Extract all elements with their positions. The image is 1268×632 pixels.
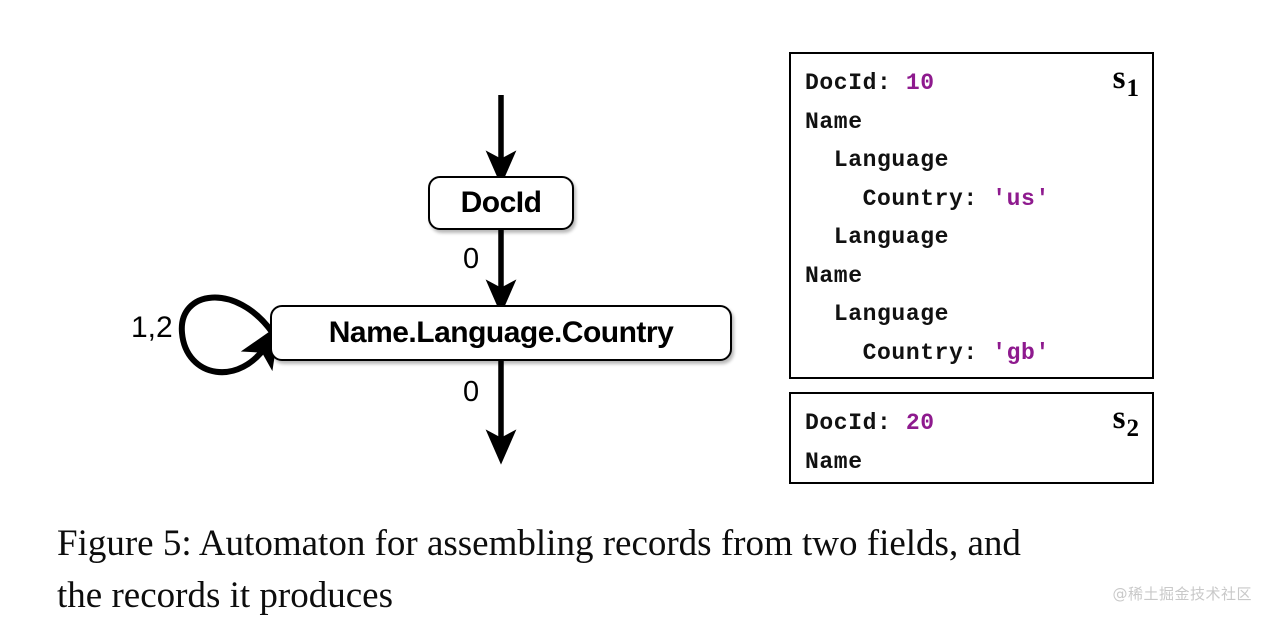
record-line-indent — [805, 301, 834, 327]
record-line-indent — [805, 186, 863, 212]
edge-label-docid-to-nlc: 0 — [463, 243, 480, 275]
record-line-key: Language — [833, 301, 950, 327]
record-line-key: Name — [805, 448, 863, 475]
edge-self-loop — [178, 294, 280, 376]
record-line-indent — [805, 147, 834, 173]
record-tag-s1: s1 — [1112, 60, 1139, 102]
state-node-name-language-country[interactable]: Name.Language.Country — [270, 305, 732, 361]
record-line-value: 'gb' — [992, 339, 1050, 366]
record-line: DocId: 20 — [805, 404, 1138, 443]
record-line: Name — [805, 443, 1138, 482]
record-line-indent — [805, 340, 863, 366]
record-line-indent — [805, 224, 834, 250]
record-line: Country: 'gb' — [805, 334, 1138, 373]
record-line-value: 20 — [905, 410, 935, 436]
record-line-value: 10 — [905, 70, 935, 96]
record-line: Name — [805, 257, 1138, 296]
watermark-text: @稀土掘金技术社区 — [1112, 585, 1252, 603]
record-line-key: Name — [805, 262, 863, 289]
record-line-value: 'us' — [992, 185, 1050, 212]
record-tag-s2-subscript: 2 — [1126, 415, 1140, 442]
record-tag-s2: s2 — [1112, 400, 1139, 442]
record-box-s2: s2 DocId: 20 Name — [789, 392, 1154, 484]
figure-caption-line-2: the records it produces — [57, 575, 393, 616]
automaton-edges-svg — [178, 95, 517, 465]
record-box-s1: s1 DocId: 10 Name Language Country: 'us'… — [789, 52, 1154, 379]
figure-caption: Figure 5: Automaton for assembling recor… — [57, 518, 1257, 622]
edge-label-nlc-to-end: 0 — [463, 376, 480, 408]
record-line-key: Country: — [862, 185, 993, 212]
record-line-key: Language — [833, 224, 950, 250]
record-line-key: Name — [805, 108, 863, 135]
record-line-key: Country: — [862, 339, 993, 366]
state-node-docid-label: DocId — [460, 186, 542, 219]
record-line: Language — [805, 218, 1138, 257]
record-tag-s1-letter: s — [1112, 60, 1126, 96]
record-line: Name — [805, 103, 1138, 142]
figure-caption-line-1: Figure 5: Automaton for assembling recor… — [57, 523, 1021, 564]
record-tag-s1-subscript: 1 — [1126, 75, 1140, 102]
record-line-key: DocId: — [805, 70, 906, 96]
record-line: Country: 'us' — [805, 180, 1138, 219]
record-line: Language — [805, 295, 1138, 334]
record-line-key: DocId: — [805, 410, 906, 436]
record-line-key: Language — [833, 147, 950, 173]
edge-label-self-loop: 1,2 — [131, 311, 173, 344]
automaton-diagram: DocId Name.Language.Country 0 0 1,2 — [0, 0, 770, 500]
state-node-docid[interactable]: DocId — [428, 176, 574, 230]
record-line: Language — [805, 141, 1138, 180]
record-line: DocId: 10 — [805, 64, 1138, 103]
record-tag-s2-letter: s — [1112, 400, 1126, 436]
state-node-name-language-country-label: Name.Language.Country — [328, 316, 674, 349]
